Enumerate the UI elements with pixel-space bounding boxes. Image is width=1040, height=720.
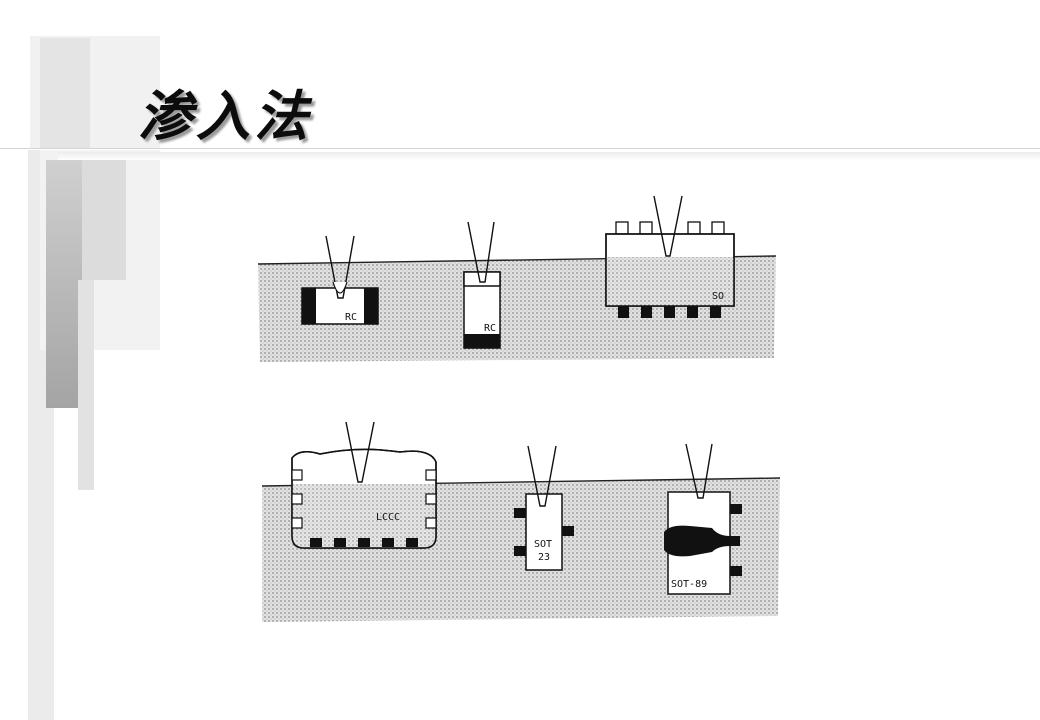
- rc-flat-label: RC: [345, 312, 357, 323]
- sot23-label-line1: SOT: [534, 539, 552, 550]
- decor-bar-thin: [78, 280, 94, 490]
- nozzle-lccc: [345, 421, 375, 483]
- nozzle-rc-flat: [325, 235, 355, 299]
- top-panel: RC RC SO: [257, 195, 777, 362]
- rc-flat-chip: RC: [301, 287, 379, 325]
- decor-bar-dark: [46, 160, 82, 408]
- page-title: 渗入法: [138, 84, 312, 148]
- rc-upright-label: RC: [484, 323, 496, 334]
- title-rule-shadow: [58, 152, 1040, 160]
- sot89-package: SOT-89: [664, 491, 742, 595]
- lccc-package: LCCC: [291, 448, 437, 549]
- rc-upright-chip: RC: [463, 271, 501, 349]
- so-label: SO: [712, 291, 724, 302]
- sot23-label-line2: 23: [538, 552, 550, 563]
- bottom-panel: LCCC SOT 23 SOT-89: [261, 421, 781, 622]
- lccc-label: LCCC: [376, 512, 400, 523]
- nozzle-rc-upright: [467, 221, 495, 283]
- nozzle-so: [653, 195, 683, 257]
- so-package: SO: [605, 221, 735, 318]
- sot89-label: SOT-89: [671, 579, 707, 590]
- decor-bar-top-mid: [40, 38, 90, 148]
- title-rule: [0, 148, 1040, 149]
- nozzle-sot23: [527, 445, 557, 507]
- nozzle-sot89: [685, 443, 713, 499]
